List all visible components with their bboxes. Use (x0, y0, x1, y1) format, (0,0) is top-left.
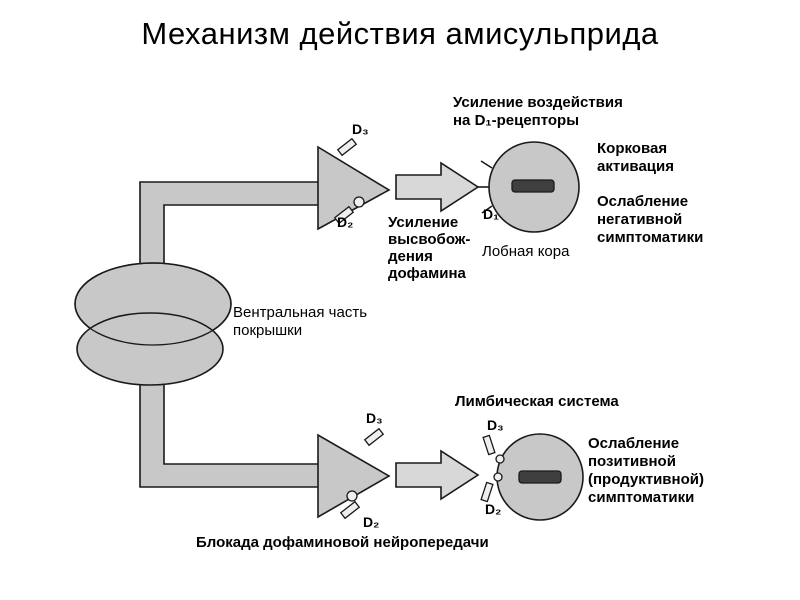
top-d2-receptor-icon (333, 205, 355, 225)
top-d2-vesicle-icon (353, 196, 365, 208)
mechanism-diagram: Усиление воздействия на D₁-рецепторы D₃ … (74, 94, 704, 551)
label-cortical-line1: Корковая (597, 140, 667, 157)
label-limbic-system: Лимбическая система (455, 393, 619, 410)
label-cortical-line2: активация (597, 158, 674, 175)
label-positive-line4: симптоматики (588, 489, 694, 506)
top-flow-arrow (395, 161, 480, 213)
top-presynaptic-terminal (317, 145, 391, 231)
label-release-line2: высвобож- (388, 231, 470, 248)
bottom-post-d2-site-icon (493, 472, 503, 482)
label-top-d1: D₁ (483, 206, 499, 222)
bottom-post-d3-blocker-icon (482, 434, 496, 456)
ventral-tegmentum-shape (74, 262, 232, 386)
label-vta-line2: покрышки (233, 322, 302, 339)
bottom-pre-d2-receptor-icon (339, 500, 361, 520)
label-release-line1: Усиление (388, 214, 458, 231)
label-negative-line3: симптоматики (597, 229, 703, 246)
label-top-d3: D₃ (352, 121, 369, 137)
label-bottom-post-d3: D₃ (487, 417, 504, 433)
bottom-pre-vesicle-icon (346, 490, 358, 502)
vta-upper-lobe-outline (74, 262, 232, 346)
label-negative-line2: негативной (597, 211, 682, 228)
bottom-post-d2-blocker-icon (480, 481, 494, 503)
label-bottom-pre-d3: D₃ (366, 410, 383, 426)
label-frontal-cortex: Лобная кора (482, 243, 570, 260)
label-negative-line1: Ослабление (597, 193, 688, 210)
label-bottom-post-d2: D₂ (485, 501, 501, 517)
bottom-neuron-nucleus (518, 470, 562, 484)
label-release-line3: дения (388, 248, 433, 265)
top-synapse-spike-icon (480, 160, 493, 169)
label-release-line4: дофамина (388, 265, 467, 282)
frontal-cortex-neuron (477, 141, 580, 233)
slide-title: Механизм действия амисульприда (141, 16, 659, 51)
label-blockade: Блокада дофаминовой нейропередачи (196, 534, 489, 551)
top-synapse-spike-icon (481, 205, 493, 214)
label-bottom-pre-d2: D₂ (363, 514, 379, 530)
bottom-flow-arrow (395, 449, 480, 501)
limbic-neuron (480, 433, 584, 521)
label-top-d2: D₂ (337, 214, 353, 230)
slide: Механизм действия амисульприда (0, 16, 800, 600)
label-vta-line1: Вентральная часть (233, 304, 367, 321)
bottom-post-d3-site-icon (495, 454, 505, 464)
label-effect-line2: на D₁-рецепторы (453, 112, 579, 129)
vta-lower-lobe (76, 312, 224, 386)
top-neuron-nucleus (511, 179, 555, 193)
label-positive-line2: позитивной (588, 453, 676, 470)
top-d3-receptor-icon (336, 137, 358, 157)
label-positive-line1: Ослабление (588, 435, 679, 452)
label-positive-line3: (продуктивной) (588, 471, 704, 488)
bottom-pre-d3-receptor-icon (363, 427, 385, 447)
label-effect-line1: Усиление воздействия (453, 94, 623, 111)
